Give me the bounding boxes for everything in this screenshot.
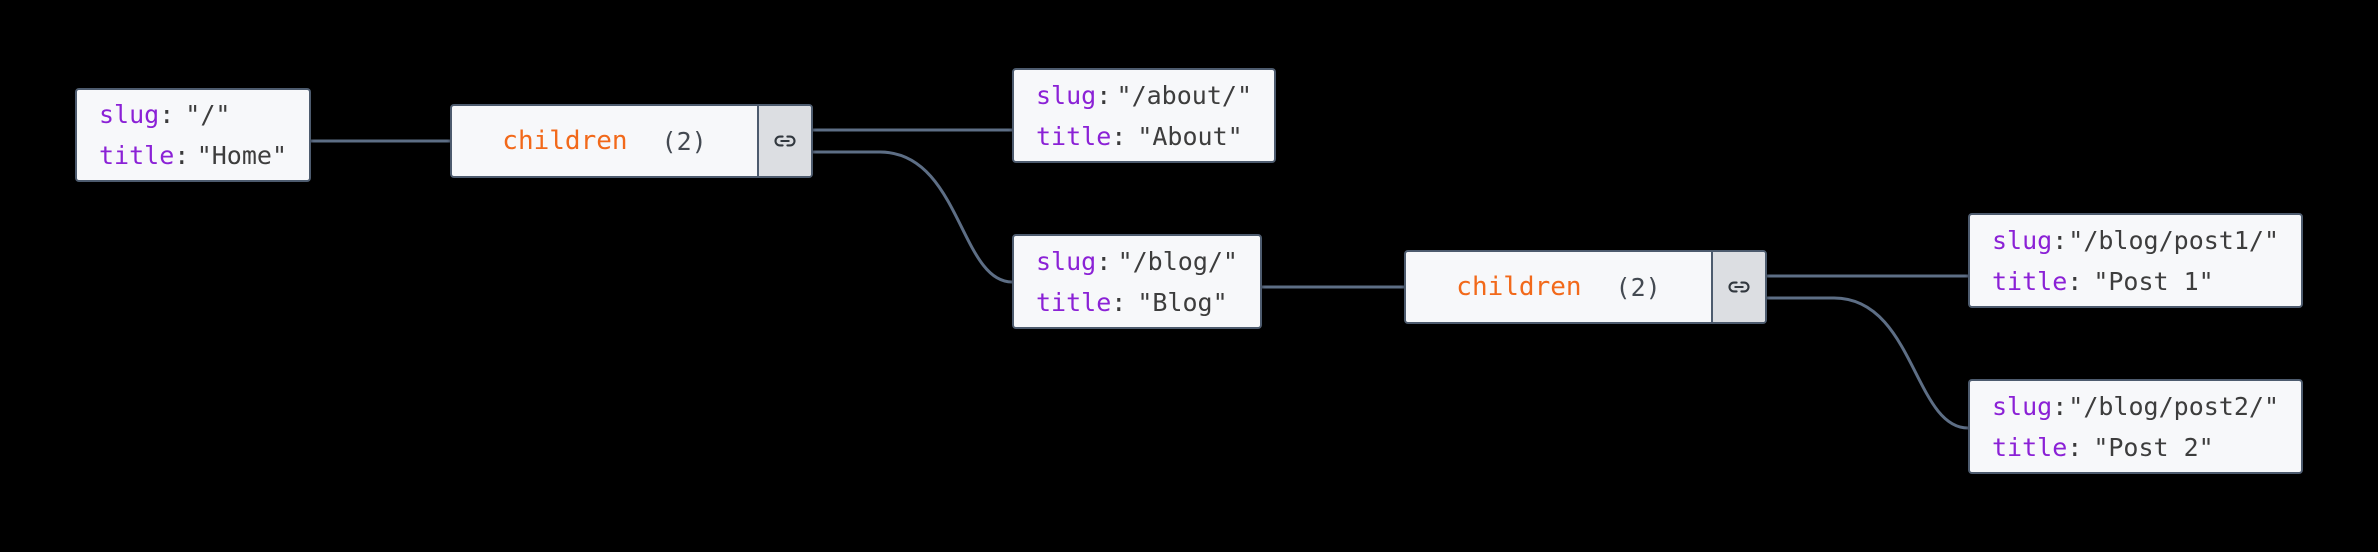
- node-root-children[interactable]: children (2): [450, 104, 813, 178]
- field-colon: :: [174, 141, 190, 170]
- field-colon: :: [1111, 287, 1127, 317]
- field-key-slug: slug: [1992, 391, 2053, 421]
- field-key-slug: slug: [1992, 225, 2053, 255]
- node-blog-children[interactable]: children (2): [1404, 250, 1767, 324]
- field-key-slug: slug: [1036, 80, 1097, 110]
- field-key-slug: slug: [99, 100, 160, 129]
- field-key-title: title: [1992, 266, 2068, 296]
- field-colon: :: [2067, 432, 2083, 462]
- node-field-title: title: "Post 1": [1992, 261, 2279, 302]
- node-post1[interactable]: slug:"/blog/post1/" title:"Post 1": [1968, 213, 2303, 308]
- edge-blog-children-to-post2: [1767, 296, 1969, 430]
- link-icon-button[interactable]: [1711, 252, 1765, 322]
- children-main[interactable]: children (2): [452, 106, 757, 176]
- field-colon: :: [1111, 121, 1127, 151]
- node-field-title: title: "Post 2": [1992, 427, 2279, 468]
- link-icon: [1726, 274, 1752, 300]
- field-key-title: title: [1036, 287, 1112, 317]
- field-colon: :: [2067, 266, 2083, 296]
- node-field-slug: slug:"/blog/": [1036, 241, 1238, 282]
- field-colon: :: [2052, 391, 2068, 421]
- node-field-title: title:"Home": [99, 135, 287, 176]
- field-value-slug: "/blog/post2/": [2068, 391, 2279, 421]
- field-value-title: "About": [1137, 121, 1243, 151]
- node-field-slug: slug: "/": [99, 94, 287, 135]
- link-icon-button[interactable]: [757, 106, 811, 176]
- field-key-title: title: [99, 141, 175, 170]
- node-field-slug: slug:"/blog/post2/": [1992, 386, 2279, 427]
- field-value-slug: "/": [185, 100, 231, 129]
- children-label: children: [502, 126, 628, 156]
- field-value-slug: "/blog/": [1117, 246, 1238, 276]
- field-value-title: "Home": [196, 141, 287, 170]
- field-key-title: title: [1036, 121, 1112, 151]
- children-count: (2): [1615, 272, 1661, 302]
- field-value-title: "Blog": [1137, 287, 1228, 317]
- node-post2[interactable]: slug:"/blog/post2/" title:"Post 2": [1968, 379, 2303, 474]
- field-colon: :: [2052, 225, 2068, 255]
- node-field-slug: slug:"/about/": [1036, 75, 1252, 116]
- field-value-title: "Post 2": [2093, 432, 2214, 462]
- edge-root-children-to-blog: [813, 150, 1013, 284]
- link-icon: [772, 128, 798, 154]
- field-value-slug: "/blog/post1/": [2068, 225, 2279, 255]
- field-value-slug: "/about/": [1116, 80, 1252, 110]
- field-key-title: title: [1992, 432, 2068, 462]
- field-colon: :: [159, 100, 175, 129]
- field-value-title: "Post 1": [2093, 266, 2214, 296]
- children-label: children: [1456, 272, 1582, 302]
- field-colon: :: [1096, 80, 1112, 110]
- node-about[interactable]: slug:"/about/" title:"About": [1012, 68, 1276, 163]
- node-field-slug: slug:"/blog/post1/": [1992, 220, 2279, 261]
- node-field-title: title: "About": [1036, 116, 1252, 157]
- node-field-title: title: "Blog": [1036, 282, 1238, 323]
- field-colon: :: [1096, 246, 1112, 276]
- children-main[interactable]: children (2): [1406, 252, 1711, 322]
- children-count: (2): [661, 126, 707, 156]
- field-key-slug: slug: [1036, 246, 1097, 276]
- node-blog[interactable]: slug:"/blog/" title:"Blog": [1012, 234, 1262, 329]
- node-home[interactable]: slug:"/" title:"Home": [75, 88, 311, 182]
